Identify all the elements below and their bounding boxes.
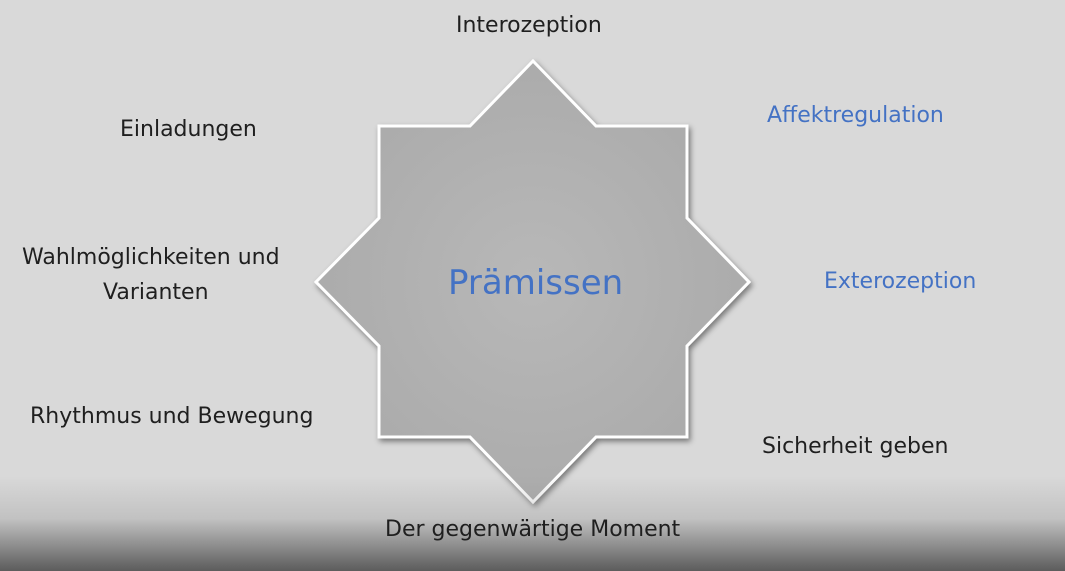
center-title: Prämissen [448,263,624,303]
label-rhythmus-und-bewegung: Rhythmus und Bewegung [30,404,314,429]
label-einladungen: Einladungen [120,117,257,142]
label-wahlmoeglichkeiten-line2: Varianten [103,280,209,305]
label-affektregulation: Affektregulation [767,103,944,128]
label-interozeption: Interozeption [456,13,602,38]
label-exterozeption: Exterozeption [824,269,977,294]
label-wahlmoeglichkeiten-line1: Wahlmöglichkeiten und [22,245,280,270]
label-der-gegenwaertige-moment: Der gegenwärtige Moment [385,517,681,542]
label-sicherheit-geben: Sicherheit geben [762,434,949,459]
